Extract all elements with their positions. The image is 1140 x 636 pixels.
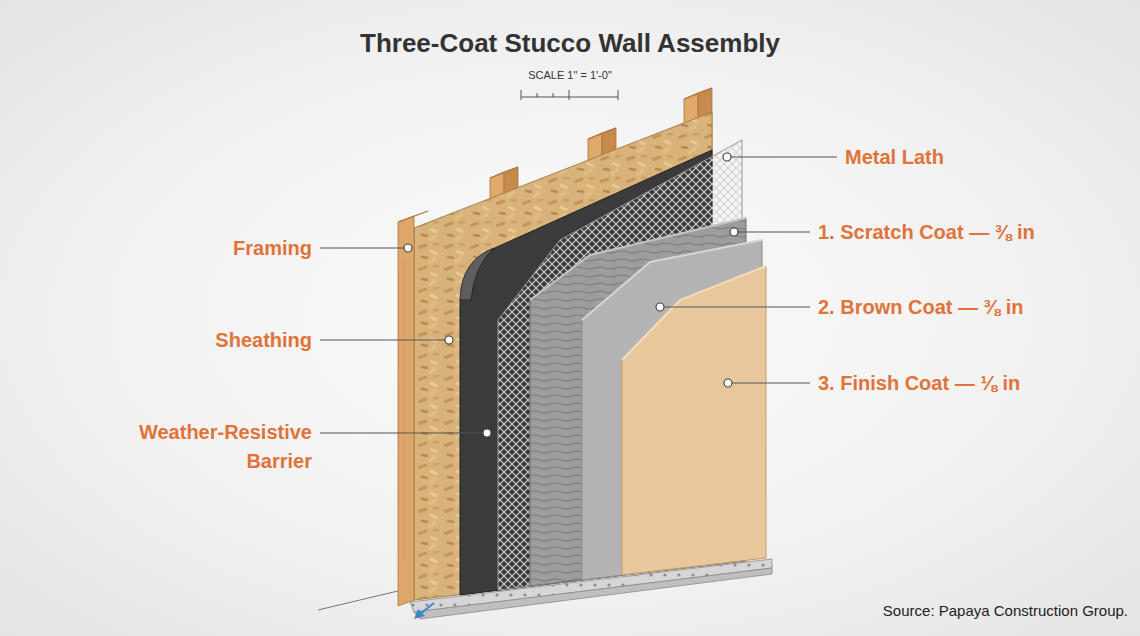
part-label: Framing xyxy=(72,236,312,260)
coat-label: 1. Scratch Coat — ⅜ in xyxy=(818,220,1128,244)
front-stud xyxy=(398,211,428,606)
finish-coat xyxy=(622,266,766,575)
part-label: Metal Lath xyxy=(845,145,1105,169)
leader-dots xyxy=(404,153,738,437)
finish-edge xyxy=(622,266,766,360)
drainage-arrow xyxy=(414,603,434,619)
weep-screed-lip xyxy=(414,568,772,619)
part-label: Weather-Resistive Barrier xyxy=(112,418,312,476)
scale-label: SCALE 1" = 1'-0" xyxy=(460,68,680,82)
wrb-curl xyxy=(460,248,494,300)
weep-screed xyxy=(410,559,772,612)
ground-line xyxy=(318,590,402,610)
leader-lines xyxy=(320,157,837,433)
diagram-title: Three-Coat Stucco Wall Assembly xyxy=(0,28,1140,59)
coat-label: 2. Brown Coat — ⅜ in xyxy=(818,295,1128,319)
part-label: Sheathing xyxy=(72,328,312,352)
source-caption: Source: Papaya Construction Group. xyxy=(700,602,1128,619)
scale-bar xyxy=(521,90,618,100)
coat-label: 3. Finish Coat — ⅛ in xyxy=(818,371,1128,395)
